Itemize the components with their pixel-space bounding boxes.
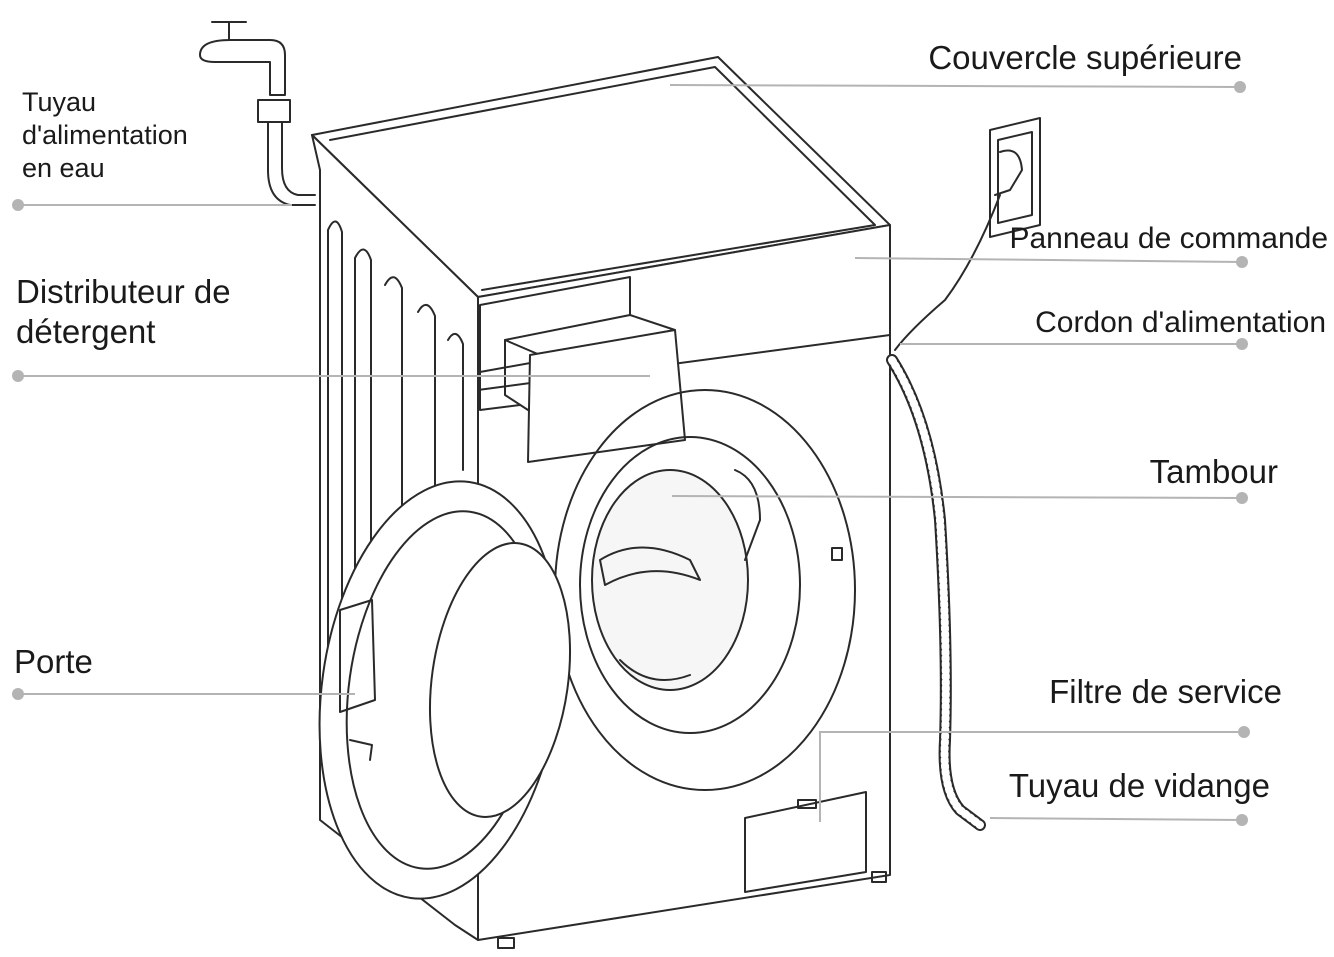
door-glass [428, 542, 572, 818]
dot-water-hose [12, 199, 24, 211]
drum-inner [591, 469, 749, 691]
dot-top-cover [1234, 81, 1246, 93]
dot-control-panel [1236, 256, 1248, 268]
label-drain-hose: Tuyau de vidange [1008, 767, 1270, 804]
leader-drain-hose [989, 817, 1243, 821]
label-top-cover: Couvercle supérieure [928, 39, 1242, 76]
label-water-hose: Tuyau d'alimentation en eau [22, 86, 188, 185]
power-cord-shape [894, 194, 1001, 351]
leader-control-panel [854, 257, 1243, 263]
dot-drain-hose [1236, 814, 1248, 826]
wall-socket-shape [989, 117, 1041, 238]
label-dispenser-line1: Distributeur de [16, 273, 231, 310]
dot-drum [1236, 492, 1248, 504]
water-tap-shape [199, 21, 286, 96]
dot-dispenser [12, 370, 24, 382]
leader-service-filter [819, 731, 1244, 822]
dot-door [12, 688, 24, 700]
label-dispenser-line2: détergent [16, 313, 156, 351]
leader-drum [671, 495, 1243, 499]
label-water-hose-line1: Tuyau [22, 87, 97, 117]
label-dispenser: Distributeur de détergent [16, 272, 231, 353]
service-filter-hatch [744, 791, 867, 893]
drain-hose-shape [886, 354, 986, 831]
label-power-cord: Cordon d'alimentation [1035, 306, 1326, 339]
leader-top-cover [669, 84, 1241, 88]
label-service-filter: Filtre de service [1049, 673, 1282, 710]
label-drum: Tambour [1149, 453, 1278, 490]
label-door: Porte [14, 643, 93, 680]
water-hose-shape [267, 121, 316, 206]
dot-power-cord [1236, 338, 1248, 350]
dot-service-filter [1238, 726, 1250, 738]
label-control-panel: Panneau de commande [1009, 222, 1328, 255]
label-water-hose-line3: en eau [22, 152, 105, 183]
label-water-hose-line2: d'alimentation [22, 119, 188, 150]
